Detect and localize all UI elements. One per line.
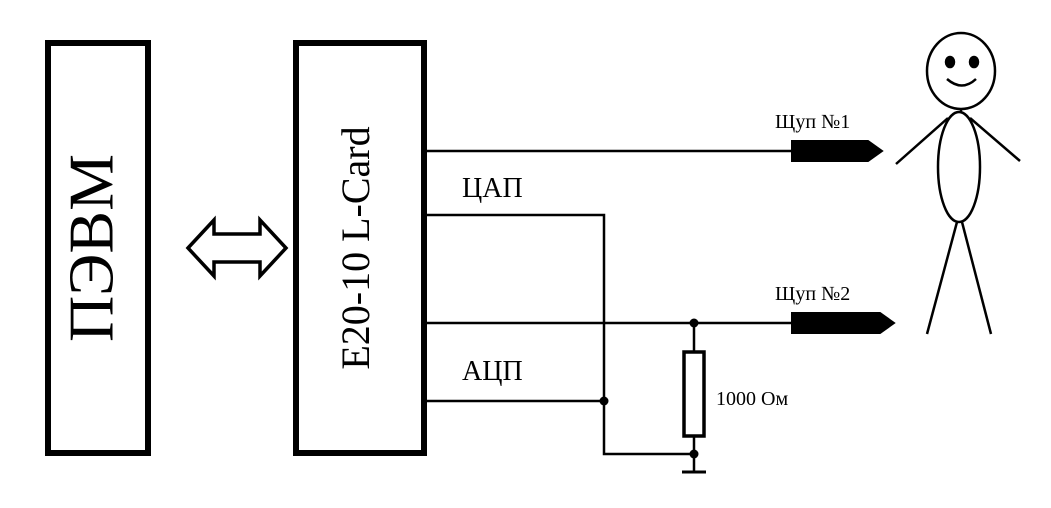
junction-dot: [689, 449, 699, 459]
person-head: [925, 31, 997, 111]
daq-board-box: [293, 40, 427, 456]
person-smile: [946, 78, 977, 87]
person-right-arm: [969, 117, 1021, 162]
person-body: [936, 110, 982, 224]
junction-dot: [689, 318, 699, 328]
probe1-icon: [791, 140, 884, 162]
double-arrow-icon: [185, 215, 289, 281]
probe1-label: Щуп №1: [775, 111, 850, 133]
computer-label: ПЭВМ: [56, 154, 127, 342]
person-icon: [895, 31, 1021, 335]
person-right-leg: [960, 221, 993, 335]
probe2-icon: [791, 312, 896, 334]
dac-label: ЦАП: [462, 173, 523, 204]
daq-board-block: E20-10 L-Card: [293, 40, 427, 456]
wires: [424, 149, 792, 472]
adc-label: АЦП: [462, 356, 523, 387]
junction-dot: [599, 396, 609, 406]
person-left-eye: [944, 55, 956, 69]
person-left-arm: [895, 117, 949, 165]
dac-wire: [424, 213, 690, 456]
junction-dots: [599, 318, 699, 459]
computer-block: ПЭВМ: [45, 40, 151, 456]
probe2-label: Щуп №2: [775, 283, 850, 305]
resistor-label: 1000 Ом: [716, 388, 788, 410]
daq-board-label: E20-10 L-Card: [333, 126, 378, 369]
resistor: [682, 350, 706, 438]
person-right-eye: [968, 55, 980, 69]
computer-box: [45, 40, 151, 456]
person-left-leg: [925, 221, 959, 335]
